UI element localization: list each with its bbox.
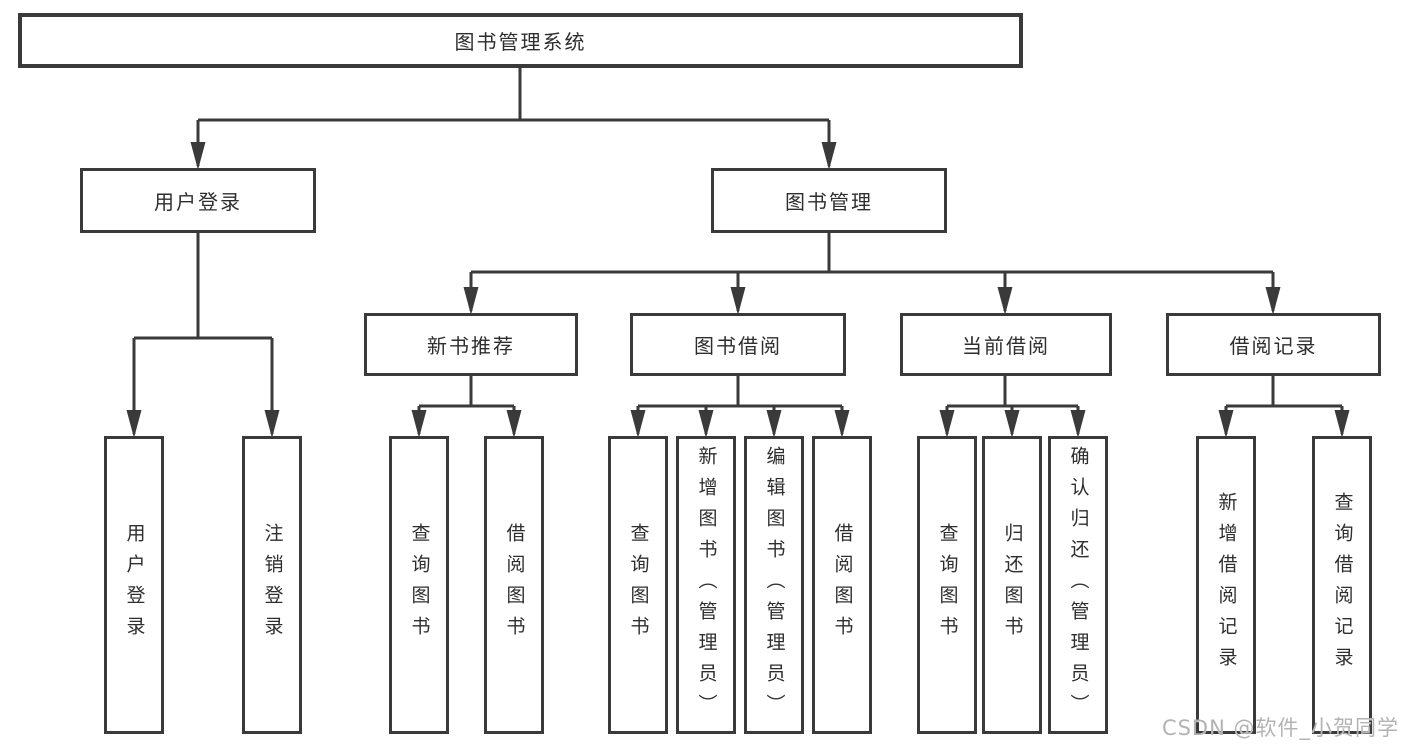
leaf-add-book-admin: 新增图书（管理员） <box>676 436 736 734</box>
node-book-management: 图书管理 <box>711 168 947 233</box>
leaf-query-books-borrow: 查询图书 <box>608 436 668 734</box>
node-label: 当前借阅 <box>962 334 1050 358</box>
leaf-add-borrow-record: 新增借阅记录 <box>1196 436 1256 734</box>
leaf-confirm-return-admin: 确认归还（管理员） <box>1048 436 1108 734</box>
node-label: 新书推荐 <box>427 334 515 358</box>
arrowhead-icon <box>1265 287 1281 315</box>
arrowhead-icon <box>1004 410 1020 438</box>
node-label: 图书借阅 <box>694 334 782 358</box>
arrowhead-icon <box>630 410 646 438</box>
node-label: 归还图书 <box>1001 523 1024 647</box>
arrowhead-icon <box>730 287 746 315</box>
arrowhead-icon <box>1070 410 1086 438</box>
leaf-query-books-recommend: 查询图书 <box>389 436 449 734</box>
leaf-logout: 注销登录 <box>242 436 302 734</box>
node-label: 查询图书 <box>408 523 431 647</box>
node-label: 查询图书 <box>936 523 959 647</box>
arrowhead-icon <box>463 287 479 315</box>
leaf-query-books-current: 查询图书 <box>917 436 977 734</box>
node-label: 编辑图书（管理员） <box>763 445 786 725</box>
node-label: 图书管理系统 <box>454 30 587 54</box>
node-label: 图书管理 <box>785 190 873 214</box>
node-borrow-records: 借阅记录 <box>1166 313 1381 376</box>
arrowhead-icon <box>1334 410 1350 438</box>
leaf-user-login: 用户登录 <box>104 436 164 734</box>
node-label: 新增图书（管理员） <box>695 445 718 725</box>
node-label: 用户登录 <box>154 190 242 214</box>
node-book-borrow: 图书借阅 <box>630 313 846 376</box>
node-label: 借阅记录 <box>1229 334 1318 358</box>
node-label: 借阅图书 <box>831 523 854 647</box>
node-label: 用户登录 <box>123 523 146 647</box>
wire-records-children <box>1224 376 1344 434</box>
leaf-query-borrow-record: 查询借阅记录 <box>1312 436 1372 734</box>
leaf-return-book: 归还图书 <box>982 436 1042 734</box>
node-user-login: 用户登录 <box>80 168 316 233</box>
wire-borrow-children <box>636 376 844 434</box>
node-label: 注销登录 <box>261 523 284 647</box>
arrowhead-icon <box>190 142 206 170</box>
arrowhead-icon <box>411 410 427 438</box>
wire-new-books-children <box>417 376 516 434</box>
leaf-borrow-book-recommend: 借阅图书 <box>484 436 544 734</box>
arrowhead-icon <box>506 410 522 438</box>
leaf-edit-book-admin: 编辑图书（管理员） <box>744 436 804 734</box>
node-label: 确认归还（管理员） <box>1067 445 1090 725</box>
arrowhead-icon <box>939 410 955 438</box>
arrowhead-icon <box>698 410 714 438</box>
wire-user-login-children <box>132 233 274 434</box>
node-library-system: 图书管理系统 <box>18 13 1023 68</box>
arrowhead-icon <box>126 410 142 438</box>
node-current-borrow: 当前借阅 <box>900 313 1112 376</box>
node-label: 新增借阅记录 <box>1215 492 1238 678</box>
node-new-book-recommend: 新书推荐 <box>364 313 578 376</box>
node-label: 借阅图书 <box>503 523 526 647</box>
arrowhead-icon <box>1218 410 1234 438</box>
node-label: 查询借阅记录 <box>1331 492 1354 678</box>
arrowheads <box>126 142 1350 438</box>
arrowhead-icon <box>821 142 837 170</box>
wire-root-to-level2 <box>196 68 831 166</box>
arrowhead-icon <box>766 410 782 438</box>
leaf-borrow-book: 借阅图书 <box>812 436 872 734</box>
node-label: 查询图书 <box>627 523 650 647</box>
wire-book-mgmt-children <box>469 230 1275 311</box>
arrowhead-icon <box>264 410 280 438</box>
arrowhead-icon <box>997 287 1013 315</box>
arrowhead-icon <box>834 410 850 438</box>
